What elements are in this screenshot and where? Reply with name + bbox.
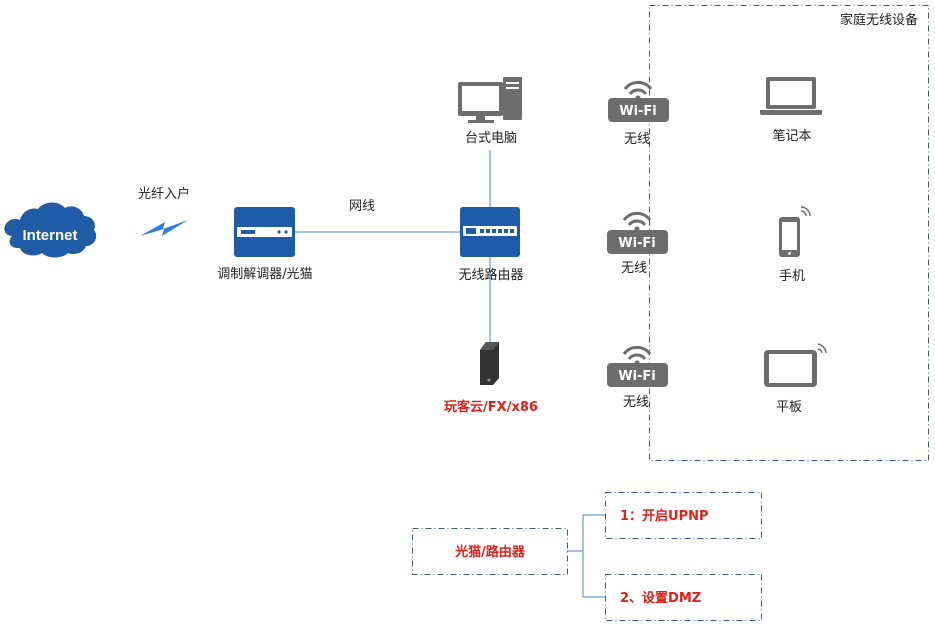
step-1-label: 1：开启UPNP	[620, 508, 709, 524]
internet-label: Internet	[22, 227, 77, 244]
wifi-badge-text: Wi-Fi	[619, 104, 657, 119]
modem-label: 调制解调器/光猫	[217, 267, 312, 282]
router-label: 无线路由器	[458, 267, 523, 283]
laptop-label: 笔记本	[772, 128, 811, 144]
modem-icon	[234, 207, 295, 257]
wifi-badge-text: Wi-Fi	[618, 236, 656, 251]
wifi-icon: Wi-Fi	[607, 345, 668, 387]
step-2-label: 2、设置DMZ	[620, 591, 701, 606]
wireless-label: 无线	[621, 261, 647, 276]
setup-source-label: 光猫/路由器	[454, 544, 526, 560]
smartphone-icon	[779, 206, 811, 257]
tablet-icon	[764, 343, 827, 387]
desktop-computer-icon	[458, 77, 522, 123]
router-icon	[460, 207, 520, 257]
setup-bracket-connector	[567, 514, 605, 598]
phone-label: 手机	[779, 269, 805, 284]
fiber-in-label: 光纤入户	[138, 186, 190, 202]
wifi-badge-text: Wi-Fi	[618, 369, 656, 384]
nas-server-icon	[480, 342, 499, 385]
cloud-icon: Internet	[4, 202, 97, 258]
cable-label: 网线	[349, 199, 375, 214]
step-1-box	[605, 492, 762, 539]
wireless-label: 无线	[624, 132, 650, 147]
lightning-bolt-icon	[140, 220, 188, 236]
nas-label: 玩客云/FX/x86	[444, 399, 538, 415]
wifi-icon: Wi-Fi	[607, 211, 668, 254]
wireless-label: 无线	[623, 395, 649, 410]
wifi-icon: Wi-Fi	[608, 80, 669, 122]
tablet-label: 平板	[776, 400, 802, 415]
desktop-label: 台式电脑	[465, 131, 517, 146]
laptop-icon	[760, 77, 822, 115]
group-title: 家庭无线设备	[840, 12, 918, 28]
step-2-box	[605, 574, 762, 621]
